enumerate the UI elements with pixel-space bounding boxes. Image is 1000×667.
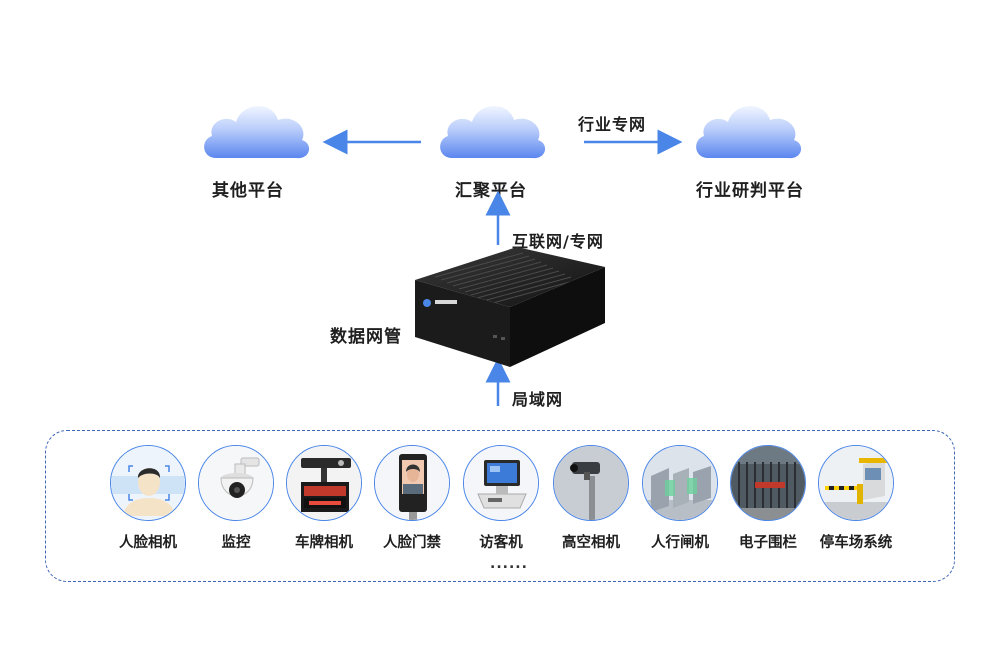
device-item-plate-camera: 车牌相机 (282, 445, 366, 552)
cloud-icon-center (440, 105, 546, 159)
other-platform-label: 其他平台 (212, 181, 284, 201)
arrow-to-industry-platform (584, 129, 683, 155)
plate-camera-icon (286, 445, 362, 521)
gateway-device-icon (415, 247, 605, 367)
arrow-uplink (485, 190, 511, 245)
parking-system-icon (818, 445, 894, 521)
device-item-monitor: 监控 (194, 445, 278, 552)
industry-platform-label: 行业研判平台 (696, 181, 804, 201)
dome-camera-icon (198, 445, 274, 521)
device-item-face-camera: 人脸相机 (106, 445, 190, 552)
fence-icon (730, 445, 806, 521)
device-item-high-camera: 高空相机 (549, 445, 633, 552)
arrow-lan (485, 357, 511, 406)
device-item-turnstile: 人行闸机 (638, 445, 722, 552)
visitor-kiosk-icon (463, 445, 539, 521)
high-camera-icon (553, 445, 629, 521)
gateway-label: 数据网管 (330, 327, 402, 347)
arrow-to-other-platform (322, 129, 421, 155)
face-access-icon (374, 445, 450, 521)
cloud-icon-industry (696, 105, 802, 159)
device-item-face-access: 人脸门禁 (370, 445, 454, 552)
lan-label: 局域网 (512, 390, 564, 409)
device-item-visitor: 访客机 (459, 445, 543, 552)
cloud-icon-other (204, 105, 310, 159)
turnstile-icon (642, 445, 718, 521)
device-item-fence: 电子围栏 (726, 445, 810, 552)
industry-network-label: 行业专网 (578, 115, 647, 134)
device-item-parking: 停车场系统 (814, 445, 898, 552)
more-ellipsis: ...... (490, 556, 528, 572)
face-camera-icon (110, 445, 186, 521)
uplink-label: 互联网/专网 (512, 232, 604, 251)
device-group-container (45, 430, 955, 582)
